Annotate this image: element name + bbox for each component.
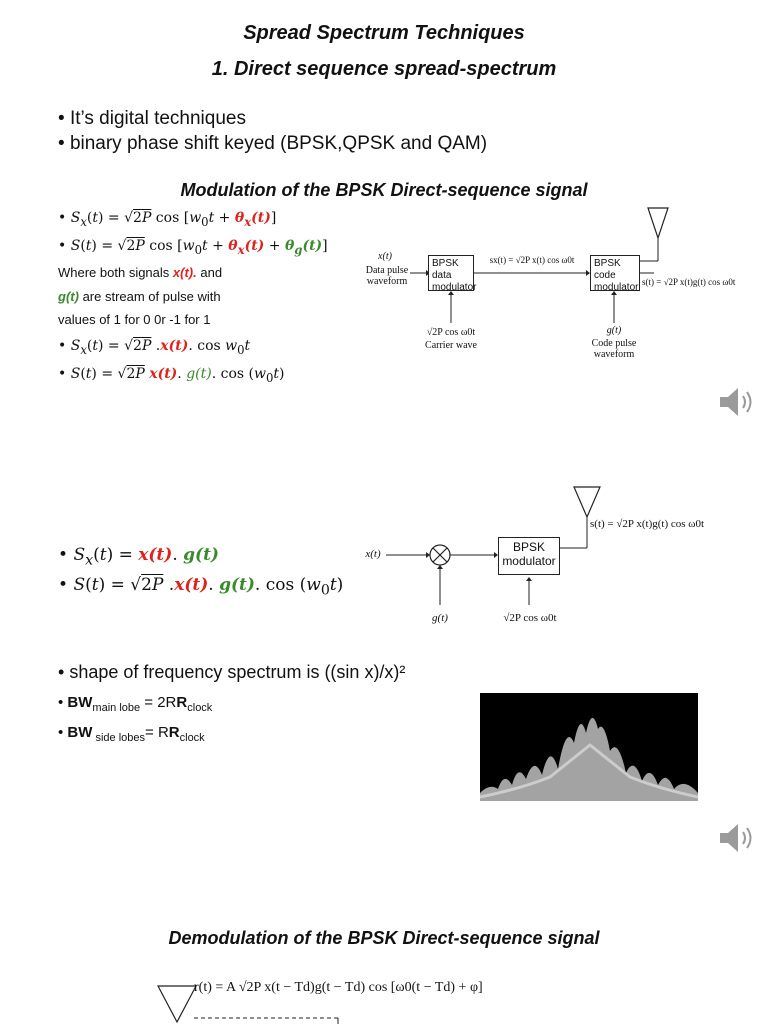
mixer-output-equation: s(t) = √2P x(t)g(t) cos ω0t	[590, 518, 705, 530]
spectrum-shape-bullet: • shape of frequency spectrum is ((sin x…	[58, 662, 406, 682]
diagram-gt-label: g(t)	[606, 325, 622, 336]
demodulation-heading: Demodulation of the BPSK Direct-sequence…	[168, 928, 600, 948]
equation-s-xt-gt: • S(t) = √2P x(t). g(t). cos (w0t)	[58, 366, 285, 385]
diagram-mid-equation: sx(t) = √2P x(t) cos ω0t	[489, 255, 575, 265]
speaker-icon[interactable]	[716, 382, 756, 422]
diagram-xt-label: x(t)	[378, 251, 392, 262]
diagram-code-label: Code pulse waveform	[591, 338, 637, 360]
mixer-gt-label: g(t)	[432, 612, 448, 624]
where-line-2: g(t) are stream of pulse with	[58, 289, 221, 304]
antenna-icon	[640, 207, 669, 262]
mixer-carrier-equation: √2P cos ω0t	[503, 612, 557, 624]
diagram-carrier-equation: √2P cos ω0t	[426, 327, 476, 338]
equation-sx-theta: • Sx(t) = √2P cos [w0t + θx(t)]	[58, 210, 277, 229]
modulation-heading: Modulation of the BPSK Direct-sequence s…	[180, 180, 588, 200]
multiplier-icon	[429, 544, 451, 566]
equation-sx-product: • Sx(t) = x(t). g(t)	[58, 545, 219, 569]
page-subtitle: 1. Direct sequence spread-spectrum	[211, 58, 557, 80]
frequency-spectrum-image	[480, 693, 698, 801]
page-title: Spread Spectrum Techniques	[243, 22, 525, 44]
equation-s-theta: • S(t) = √2P cos [w0t + θx(t) + θg(t)]	[58, 238, 328, 257]
modulation-diagram: x(t) Data pulse waveform BPSK data modul…	[360, 205, 760, 375]
demodulation-diagram: r(t) = A √2P x(t − Td)g(t − Td) cos [ω0(…	[150, 978, 550, 1024]
bw-main-lobe: • BWmain lobe = 2RRclock	[58, 694, 213, 714]
speaker-icon[interactable]	[716, 818, 756, 858]
equation-sx-xt: • Sx(t) = √2P .x(t). cos w0t	[58, 338, 251, 357]
mixer-diagram: x(t) g(t) BPSK modulator √2P cos ω0t s(t…	[360, 485, 768, 630]
bullet-intro-1: • It’s digital techniques	[58, 108, 246, 129]
diagram-output-equation: s(t) = √2P x(t)g(t) cos ω0t	[642, 277, 736, 287]
demodulation-rt-equation: r(t) = A √2P x(t − Td)g(t − Td) cos [ω0(…	[194, 980, 483, 995]
bpsk-modulator-box: BPSK modulator	[498, 537, 560, 575]
diagram-carrier-label: Carrier wave	[425, 340, 477, 351]
where-line-3: values of 1 for 0 0r -1 for 1	[58, 312, 211, 327]
bpsk-data-modulator-box: BPSK data modulator	[428, 255, 476, 293]
bw-side-lobes: • BW side lobes= RRclock	[58, 724, 205, 744]
where-line-1: Where both signals x(t). and	[58, 265, 223, 280]
antenna-icon	[560, 486, 601, 549]
antenna-icon	[157, 985, 197, 1024]
mixer-xt-label: x(t)	[365, 548, 381, 560]
bpsk-code-modulator-box: BPSK code modulator	[590, 255, 640, 293]
bullet-intro-2: • binary phase shift keyed (BPSK,QPSK an…	[58, 133, 488, 154]
diagram-input-label: Data pulse waveform	[365, 265, 409, 287]
equation-s-product: • S(t) = √2P .x(t). g(t). cos (w0t)	[58, 575, 344, 599]
